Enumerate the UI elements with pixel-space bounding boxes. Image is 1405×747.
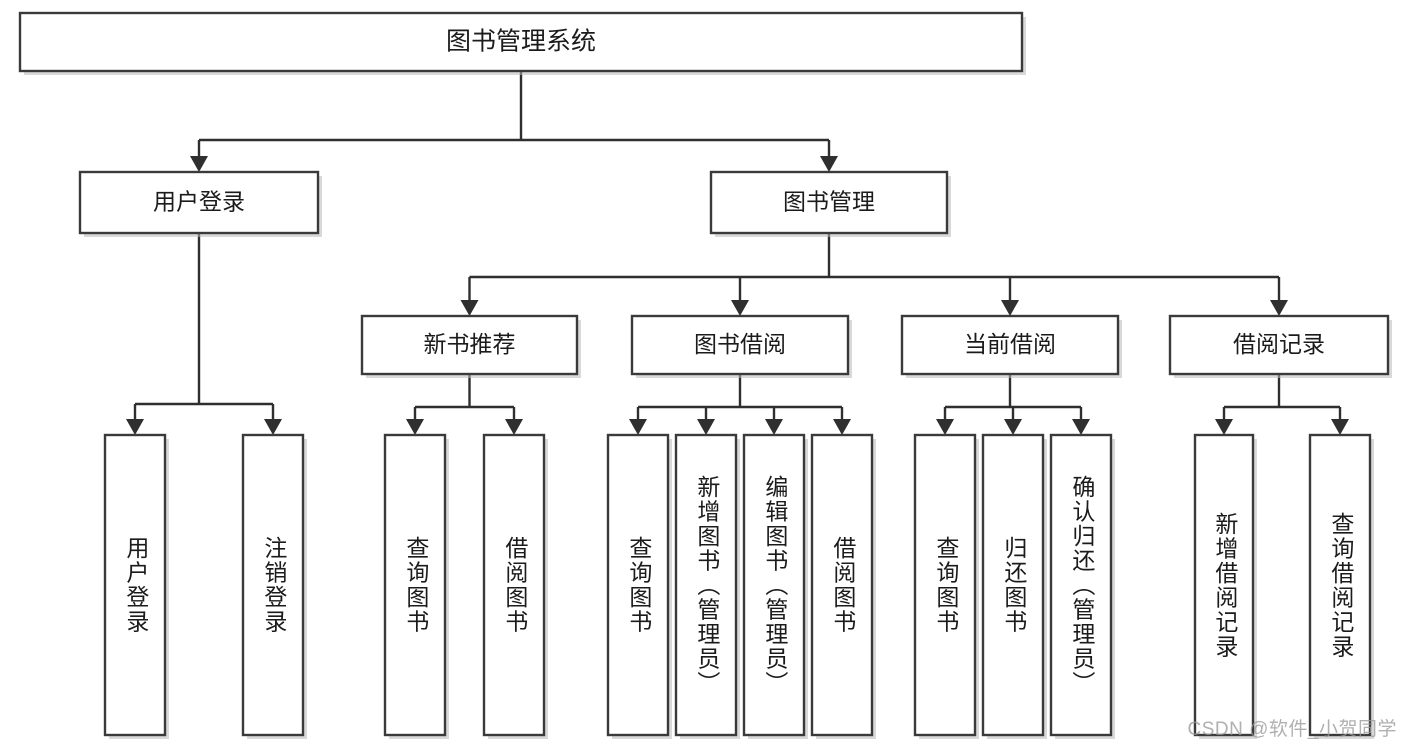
leaf-box-新增图书管理员-5[interactable] [674,433,738,737]
node-借阅记录-label: 借阅记录 [1233,331,1325,357]
arrow-head-icon [126,419,144,435]
node-图书借阅-label: 图书借阅 [694,331,786,357]
node-box-用户登录[interactable] [78,170,320,235]
arrow-head-icon [460,300,479,316]
arrow-head-icon [1004,419,1022,435]
node-当前借阅-label: 当前借阅 [964,331,1056,357]
watermark: CSDN @软件_小贺同学 [1187,719,1397,740]
node-root-label: 图书管理系统 [446,28,596,56]
node-box-图书借阅[interactable] [630,314,850,376]
arrow-head-icon [833,419,851,435]
arrow-head-icon [1072,419,1090,435]
arrow-head-icon [629,419,647,435]
leaf-box-借阅图书-7[interactable] [810,433,874,737]
node-box-root[interactable] [18,11,1024,73]
arrow-head-icon [1215,419,1233,435]
arrow-head-icon [1331,419,1349,435]
arrow-head-icon [1270,300,1288,316]
node-图书管理-label: 图书管理 [783,189,875,215]
leaf-box-注销登录-1[interactable] [241,433,305,737]
arrow-head-icon [765,419,783,435]
node-box-借阅记录[interactable] [1168,314,1390,376]
leaf-box-查询图书-2[interactable] [383,433,447,737]
leaf-box-查询借阅记录-12[interactable] [1308,433,1372,737]
leaf-box-查询图书-4[interactable] [606,433,670,737]
arrow-head-icon [505,419,523,435]
arrow-head-icon [264,419,282,435]
arrow-head-icon [1001,300,1019,316]
connector-layer [126,71,1349,435]
leaf-box-确认归还管理员-10[interactable] [1049,433,1113,737]
arrow-head-icon [190,156,208,172]
leaf-box-新增借阅记录-11[interactable] [1193,433,1255,737]
node-box-当前借阅[interactable] [900,314,1120,376]
leaf-box-归还图书-9[interactable] [981,433,1045,737]
leaf-box-用户登录-0[interactable] [103,433,167,737]
box-layer [18,11,1390,737]
arrow-head-icon [820,156,838,172]
leaf-box-编辑图书管理员-6[interactable] [742,433,806,737]
arrow-head-icon [731,300,749,316]
node-用户登录-label: 用户登录 [153,189,245,215]
arrow-head-icon [936,419,954,435]
leaf-box-查询图书-8[interactable] [913,433,977,737]
node-box-新书推荐[interactable] [360,314,579,376]
node-box-图书管理[interactable] [709,170,949,235]
leaf-box-借阅图书-3[interactable] [482,433,546,737]
node-新书推荐-label: 新书推荐 [424,331,516,357]
arrow-head-icon [406,419,424,435]
arrow-head-icon [697,419,715,435]
